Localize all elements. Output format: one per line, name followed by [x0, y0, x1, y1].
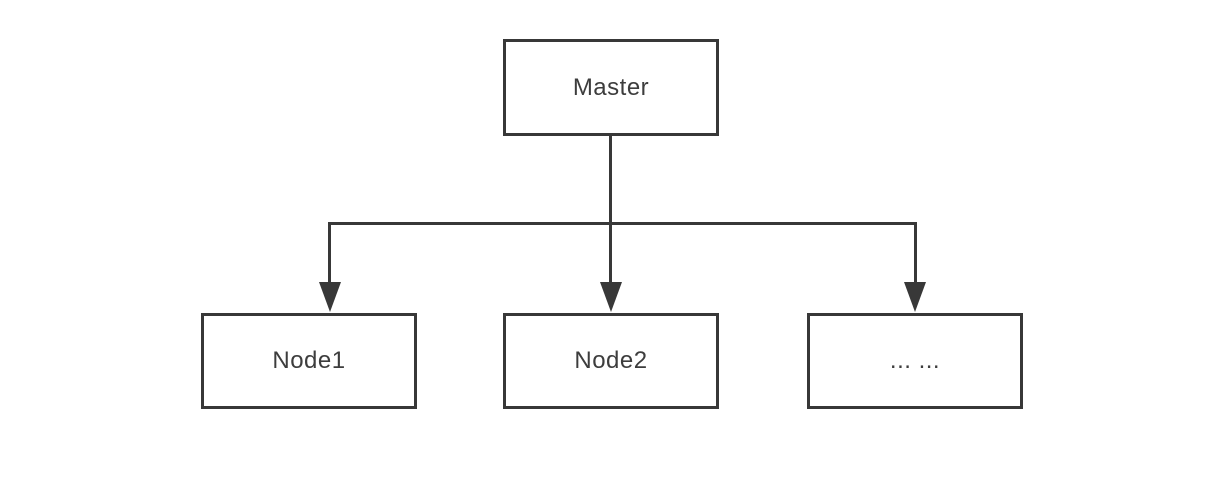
connector-left-drop-line — [328, 222, 331, 283]
node-box-master: Master — [503, 39, 719, 136]
node-box-node1: Node1 — [201, 313, 417, 409]
arrowhead-to-node2-icon — [600, 282, 622, 312]
node-box-more: ... ... — [807, 313, 1023, 409]
node-label-node2: Node2 — [574, 347, 648, 374]
arrowhead-to-more-icon — [904, 282, 926, 312]
node-box-node2: Node2 — [503, 313, 719, 409]
connector-rail-line — [329, 222, 917, 225]
connector-stem-line — [609, 136, 612, 283]
arrowhead-to-node1-icon — [319, 282, 341, 312]
node-label-node1: Node1 — [272, 347, 346, 374]
connector-right-drop-line — [914, 222, 917, 283]
node-label-more: ... ... — [889, 347, 941, 374]
node-label-master: Master — [572, 73, 650, 101]
